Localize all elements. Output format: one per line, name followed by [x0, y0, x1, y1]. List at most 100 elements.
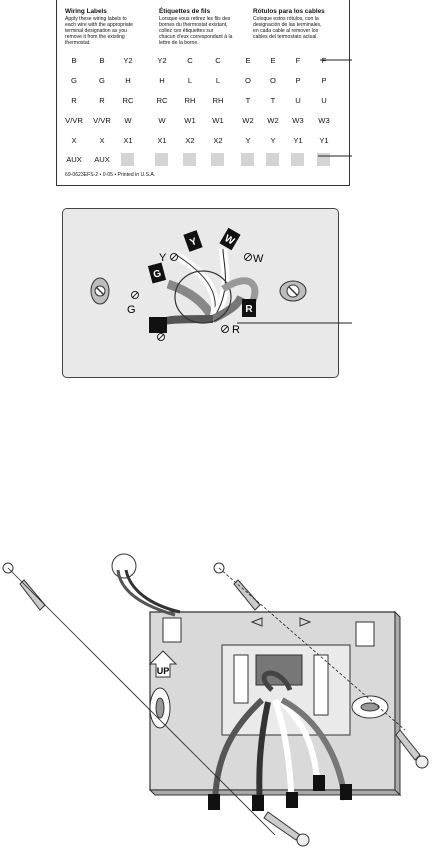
wire-label-cell: W: [124, 116, 132, 125]
wire-tag-y: Y: [183, 230, 203, 252]
body-line: designación de las terminales,: [253, 22, 322, 29]
wire-label-cell: X2: [185, 136, 195, 145]
column-body: Lorsque vous retirez les fils des bornes…: [159, 16, 249, 46]
alignment-line-right: [218, 567, 406, 731]
wire-label-cell: L: [215, 76, 221, 85]
body-line: terminal designation as you: [65, 28, 128, 35]
tag-letter: Y: [188, 236, 198, 249]
body-line: collez ces étiquettes sur: [159, 28, 214, 35]
wire-tag-g: G: [147, 262, 167, 284]
wire-label-cell: RH: [212, 96, 224, 105]
wire-label-cell: O: [245, 76, 251, 85]
body-line: Coloque estos rótulos, con la: [253, 16, 319, 22]
column-heading: Étiquettes de fils: [159, 8, 211, 15]
blank-label-box: [211, 153, 224, 166]
body-line: cables del termostato actual.: [253, 34, 318, 41]
wire-label-cell: W1: [184, 116, 196, 125]
blank-label-box: [155, 153, 168, 166]
wire-tag-2: [252, 795, 264, 811]
label-column-spanish: Rótulos para los cables Coloque estos ró…: [253, 8, 343, 40]
blank-label-box: [291, 153, 304, 166]
wire-label-cell: E: [270, 56, 276, 65]
up-arrow-icon: UP: [148, 650, 178, 678]
wire-label-cell: AUX: [66, 155, 82, 164]
blank-label-box: [266, 153, 279, 166]
wire-tag-3: [286, 792, 298, 808]
wire-tag-1: [208, 794, 220, 810]
top-left-tab: [162, 617, 182, 643]
wire-label-cell: G: [99, 76, 105, 85]
label-column-french: Étiquettes de fils Lorsque vous retirez …: [159, 8, 249, 46]
wire-label-cell: X: [71, 136, 77, 145]
right-mounting-slot: [351, 695, 389, 719]
wiring-label-sheet: Wiring Labels Apply these wiring labels …: [56, 0, 350, 186]
wire-label-cell: B: [99, 56, 105, 65]
terminal-screw-bottom-icon: [157, 333, 165, 341]
column-heading: Wiring Labels: [65, 8, 107, 15]
body-line: bornes du thermostat existant,: [159, 22, 228, 29]
wire-label-cell: Y: [245, 136, 251, 145]
wire-label-cell: W2: [267, 116, 279, 125]
wire-label-cell: T: [270, 96, 276, 105]
body-line: thermostat.: [65, 40, 91, 47]
wire-label-cell: X: [99, 136, 105, 145]
wire-label-cell: Y1: [319, 136, 329, 145]
mounting-screw-bottom-icon: [263, 811, 310, 847]
terminal-screw-g-icon: [131, 291, 139, 299]
wire-label-cell: AUX: [94, 155, 110, 164]
wire-label-cell: B: [71, 56, 77, 65]
card-footer: 69-0623EFS-2 • 0-05 • Printed in U.S.A.: [65, 172, 156, 178]
terminal-screw-r-icon: [221, 325, 229, 333]
wire-label-cell: Y1: [293, 136, 303, 145]
blank-label-box: [183, 153, 196, 166]
wire-label-cell: E: [245, 56, 251, 65]
blank-label-box: [121, 153, 134, 166]
wire-label-cell: W3: [318, 116, 330, 125]
terminal-label-y: Y: [159, 252, 167, 264]
tag-letter: R: [245, 304, 253, 315]
top-right-tab: [355, 621, 375, 647]
body-line: lettre de la borne.: [159, 40, 199, 47]
wire-label-cell: H: [125, 76, 131, 85]
wire-label-cell: G: [71, 76, 77, 85]
terminal-label-g: G: [127, 304, 136, 316]
wire-label-cell: Y2: [157, 56, 167, 65]
wire-label-cell: F: [295, 56, 301, 65]
wire-label-cell: W3: [292, 116, 304, 125]
alignment-line-left: [7, 567, 276, 836]
wire-label-cell: RH: [184, 96, 196, 105]
wire-label-cell: P: [295, 76, 301, 85]
left-mounting-screw-icon: [90, 277, 110, 305]
body-line: en cada cable al remover los: [253, 28, 319, 35]
wire-label-cell: T: [245, 96, 251, 105]
terminal-screw-w-icon: [244, 253, 252, 261]
body-line: chacun d'eux correspondant à la: [159, 34, 233, 41]
wire-tag-4: [313, 775, 325, 791]
column-heading: Rótulos para los cables: [253, 8, 325, 15]
wire-label-cell: C: [187, 56, 193, 65]
body-line: remove it from the existing: [65, 34, 125, 41]
wire-label-cell: R: [71, 96, 77, 105]
alignment-arrow-icon: [250, 617, 312, 627]
callout-lines: [237, 59, 352, 324]
wire-label-cell: X1: [123, 136, 133, 145]
wallplate-wiring-illustration: Y W G R Y W G R: [90, 227, 307, 341]
wall-wires: [111, 553, 181, 617]
wire-tag-blank: [149, 317, 167, 333]
wire-label-cell: R: [99, 96, 105, 105]
right-mounting-screw-icon: [279, 280, 307, 302]
wire-label-cell: H: [159, 76, 165, 85]
column-body: Coloque estos rótulos, con la designació…: [253, 16, 343, 40]
anchor-left-icon: [2, 562, 46, 611]
wire-label-cell: W2: [242, 116, 254, 125]
mounting-screw-right-icon: [395, 729, 429, 769]
wire-label-cell: X1: [157, 136, 167, 145]
wire-label-cell: V/VR: [65, 116, 83, 125]
wire-label-cell: P: [321, 76, 327, 85]
wire-label-cell: Y: [270, 136, 276, 145]
wire-label-cell: X2: [213, 136, 223, 145]
wallplate-wiring-panel: Y W G R Y W G R: [62, 208, 339, 378]
wire-label-cell: L: [187, 76, 193, 85]
tag-letter: G: [152, 268, 163, 281]
